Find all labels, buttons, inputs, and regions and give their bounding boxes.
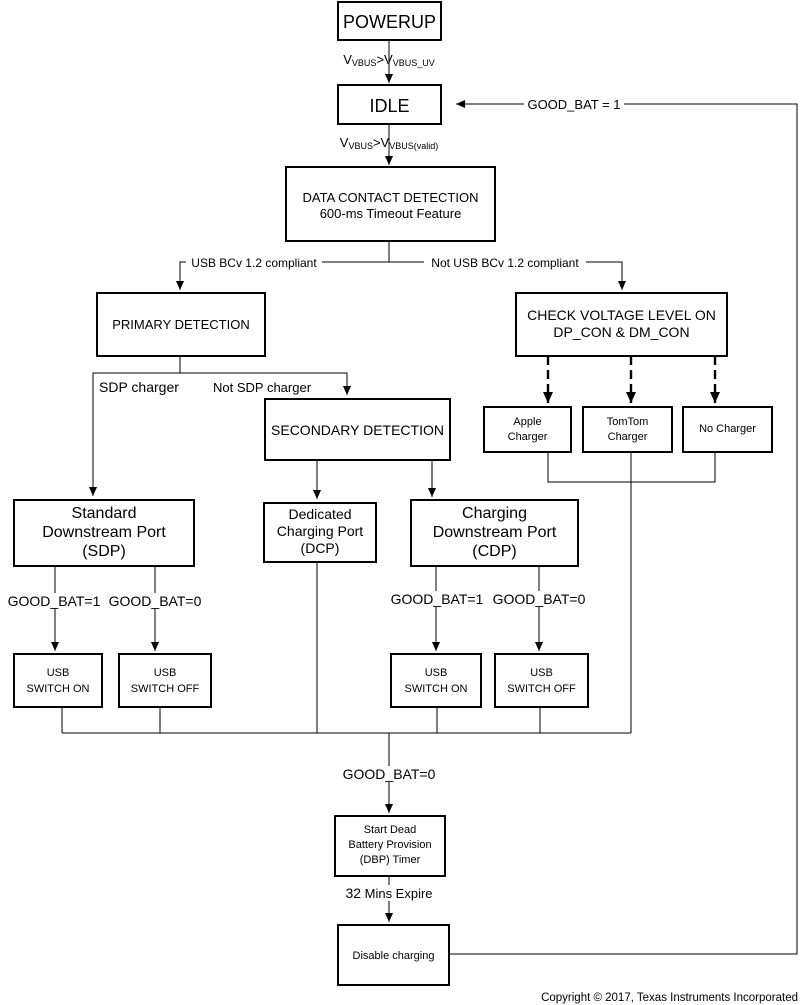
node-data-contact-detection: DATA CONTACT DETECTION 600-ms Timeout Fe…	[285, 166, 496, 242]
node-check-voltage: CHECK VOLTAGE LEVEL ON DP_CON & DM_CON	[515, 292, 728, 357]
svg-text:SECONDARY DETECTION: SECONDARY DETECTION	[271, 422, 444, 438]
edge-cdp-good-bat-1: GOOD_BAT=1	[391, 591, 484, 607]
node-usb-switch-on-sdp: USB SWITCH ON	[13, 653, 103, 708]
svg-text:SWITCH ON: SWITCH ON	[405, 683, 468, 695]
svg-text:DP_CON & DM_CON: DP_CON & DM_CON	[553, 324, 689, 340]
svg-text:(SDP): (SDP)	[82, 543, 126, 560]
node-usb-switch-off-sdp: USB SWITCH OFF	[118, 653, 212, 708]
edge-sdp-good-bat-0: GOOD_BAT=0	[109, 593, 202, 609]
svg-text:Charging Port: Charging Port	[277, 523, 363, 539]
svg-text:POWERUP: POWERUP	[343, 12, 436, 32]
svg-text:(CDP): (CDP)	[472, 543, 516, 560]
svg-text:USB: USB	[154, 667, 177, 679]
edge-usb-bc-compliant: USB BCv 1.2 compliant	[191, 256, 317, 270]
node-sdp: Standard Downstream Port (SDP)	[13, 499, 195, 567]
svg-text:Start Dead: Start Dead	[364, 824, 417, 836]
svg-text:SWITCH OFF: SWITCH OFF	[131, 683, 200, 695]
svg-text:Dedicated: Dedicated	[288, 506, 351, 522]
node-tomtom-charger: TomTom Charger	[582, 406, 673, 453]
svg-text:Downstream Port: Downstream Port	[42, 524, 166, 541]
copyright-text: Copyright © 2017, Texas Instruments Inco…	[541, 992, 798, 1004]
node-disable-charging: Disable charging	[337, 924, 450, 986]
svg-text:PRIMARY DETECTION: PRIMARY DETECTION	[112, 317, 249, 332]
node-no-charger: No Charger	[682, 406, 773, 453]
svg-text:SWITCH ON: SWITCH ON	[27, 683, 90, 695]
svg-text:Charging: Charging	[462, 505, 527, 522]
node-dbp-timer: Start Dead Battery Provision (DBP) Timer	[334, 815, 446, 877]
svg-text:CHECK VOLTAGE LEVEL ON: CHECK VOLTAGE LEVEL ON	[527, 307, 716, 323]
svg-text:IDLE: IDLE	[369, 96, 409, 116]
svg-text:USB: USB	[425, 667, 448, 679]
node-idle: IDLE	[337, 84, 442, 125]
svg-text:USB: USB	[530, 667, 553, 679]
edge-labels: VVBUS>VVBUS_UV VVBUS>VVBUS(valid) GOOD_B…	[6, 52, 624, 901]
node-cdp: Charging Downstream Port (CDP)	[410, 499, 579, 567]
edge-vbus-uv: VVBUS>VVBUS_UV	[343, 52, 434, 68]
svg-text:Charger: Charger	[508, 431, 548, 443]
edge-sdp-good-bat-1: GOOD_BAT=1	[8, 593, 101, 609]
svg-text:Disable charging: Disable charging	[353, 950, 435, 962]
node-secondary-detection: SECONDARY DETECTION	[264, 398, 451, 461]
node-apple-charger: Apple Charger	[483, 406, 572, 453]
svg-text:Apple: Apple	[513, 416, 541, 428]
edge-merge-good-bat-0: GOOD_BAT=0	[343, 766, 436, 782]
svg-text:Standard: Standard	[72, 505, 137, 522]
svg-text:(DCP): (DCP)	[301, 540, 340, 556]
svg-text:SWITCH OFF: SWITCH OFF	[507, 683, 576, 695]
svg-text:Charger: Charger	[608, 431, 648, 443]
node-dcp: Dedicated Charging Port (DCP)	[263, 502, 377, 563]
node-primary-detection: PRIMARY DETECTION	[96, 292, 266, 357]
svg-text:(DBP) Timer: (DBP) Timer	[360, 854, 421, 866]
svg-text:USB: USB	[47, 667, 70, 679]
svg-text:600-ms Timeout Feature: 600-ms Timeout Feature	[320, 206, 462, 221]
edge-not-usb-bc-compliant: Not USB BCv 1.2 compliant	[431, 256, 579, 270]
svg-text:No Charger: No Charger	[699, 423, 756, 435]
edge-sdp-charger: SDP charger	[99, 379, 179, 395]
svg-text:Battery Provision: Battery Provision	[348, 839, 431, 851]
node-usb-switch-off-cdp: USB SWITCH OFF	[494, 653, 589, 708]
svg-text:DATA CONTACT DETECTION: DATA CONTACT DETECTION	[303, 190, 479, 205]
node-powerup: POWERUP	[337, 1, 442, 41]
edge-not-sdp-charger: Not SDP charger	[213, 380, 312, 395]
edge-good-bat-return: GOOD_BAT = 1	[527, 97, 620, 112]
svg-text:Downstream Port: Downstream Port	[433, 524, 557, 541]
edge-vbus-valid: VVBUS>VVBUS(valid)	[340, 135, 438, 151]
edge-mins-expire: 32 Mins Expire	[345, 885, 432, 901]
node-usb-switch-on-cdp: USB SWITCH ON	[390, 653, 482, 708]
edge-cdp-good-bat-0: GOOD_BAT=0	[493, 591, 586, 607]
svg-text:TomTom: TomTom	[607, 416, 649, 428]
